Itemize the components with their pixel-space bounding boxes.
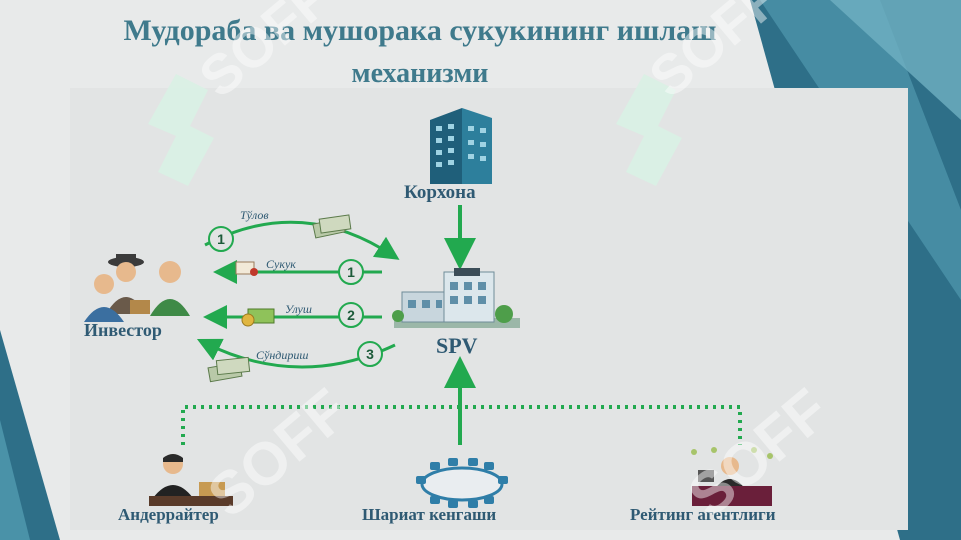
node-label-investor: Инвестор xyxy=(84,320,162,340)
node-label-spv: SPV xyxy=(436,333,478,358)
certificate-icon xyxy=(235,261,258,276)
node-label-underwriter: Андеррайтер xyxy=(118,505,219,524)
watermark-text: SOFF xyxy=(690,376,841,530)
slide-title-line-1: Мудораба ва мушорака сукукининг ишлаш xyxy=(123,14,717,47)
flow-label-redemption: Сўндириш xyxy=(256,348,309,362)
watermark-text-content: SOFF xyxy=(200,0,342,109)
money-icon xyxy=(312,214,352,239)
watermark-logo-icon xyxy=(148,74,214,186)
flow-number-redemption: 3 xyxy=(357,341,383,367)
underwriter-at-desk-icon xyxy=(149,454,233,506)
flow-label-sukuk: Сукук xyxy=(266,257,296,271)
watermark-text-content: SOFF xyxy=(690,376,841,530)
slide-title-line-2: механизми xyxy=(351,58,489,89)
watermark-text-content: SOFF xyxy=(650,0,792,109)
investors-group-icon xyxy=(84,254,190,322)
rating-analyst-at-desk-icon xyxy=(691,447,773,506)
flow-label-payment: Тўлов xyxy=(240,208,269,222)
watermark-text-content: SOFF xyxy=(210,376,361,530)
office-building-icon xyxy=(392,268,520,328)
round-table-meeting-icon xyxy=(416,458,508,508)
flow-number-payment: 1 xyxy=(208,226,234,252)
flow-number-sukuk: 1 xyxy=(338,259,364,285)
watermark-text: SOFF xyxy=(210,376,361,530)
coins-and-cash-icon xyxy=(241,308,275,327)
flow-number-share: 2 xyxy=(338,302,364,328)
dotted-bracket xyxy=(181,405,742,445)
node-label-company: Корхона xyxy=(404,182,476,203)
watermark-text: SOFF xyxy=(650,0,792,109)
node-label-sharia-board: Шариат кенгаши xyxy=(362,505,497,524)
flow-label-share: Улуш xyxy=(285,302,312,316)
money-icon xyxy=(207,356,251,383)
node-label-rating-agency: Рейтинг агентлиги xyxy=(630,505,776,524)
watermark-logo-icon xyxy=(616,74,682,186)
watermark-text: SOFF xyxy=(200,0,342,109)
office-tower-icon xyxy=(430,108,492,184)
